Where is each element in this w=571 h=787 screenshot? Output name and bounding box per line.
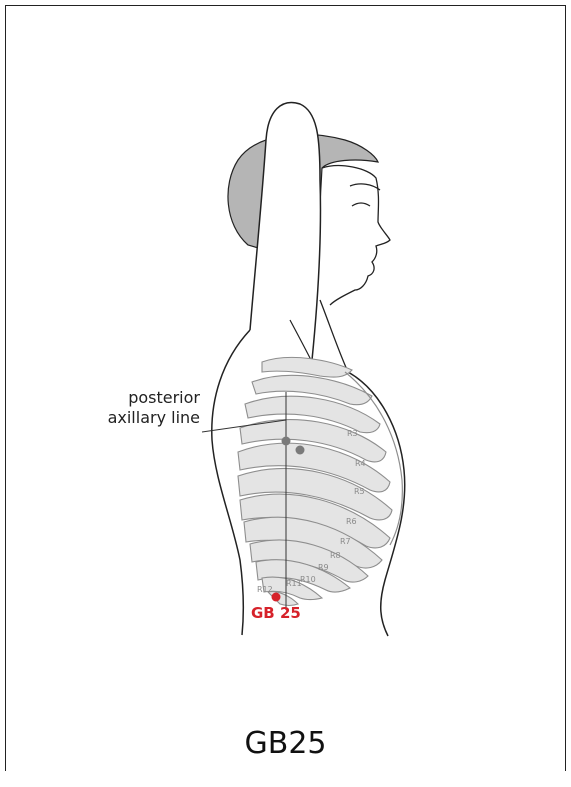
rib-label-r8: R8 [330,551,341,560]
ribcage [238,357,392,605]
figure-title: GB25 [0,726,571,761]
reference-point-1 [282,437,291,446]
gb25-point-label: GB 25 [251,604,301,622]
rib-label-r7: R7 [340,537,351,546]
raised-arm [250,103,321,361]
rib-label-r6: R6 [346,517,357,526]
rib-label-r10: R10 [300,575,316,584]
rib-label-r3: R3 [347,429,358,438]
gb25-point-marker [272,593,281,602]
rib-label-r12: R12 [257,585,273,594]
rib-label-r11: R11 [286,579,302,588]
rib-label-r9: R9 [318,563,329,572]
face-profile [322,166,390,305]
eye [352,203,370,206]
reference-point-2 [296,446,305,455]
callout-line-1: posterior [72,388,200,408]
posterior-axillary-line-label: posterior axillary line [72,388,200,428]
eyebrow [350,184,380,190]
rib-label-r4: R4 [355,459,366,468]
callout-line-2: axillary line [72,408,200,428]
rib-label-r5: R5 [354,487,365,496]
